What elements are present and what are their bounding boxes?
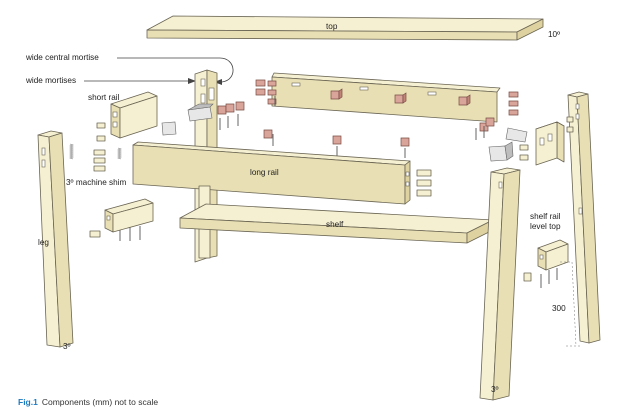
leg-front-right [479,167,521,401]
label-wide-central-mortise: wide central mortise [26,53,99,62]
label-top: top [326,22,338,31]
corner-brackets [161,103,528,162]
leader-central-mortise [117,57,234,83]
screws [119,96,558,288]
label-shelf: shelf [326,220,344,229]
corner-blocks [217,79,519,147]
label-shelf-rail-level-top-2: level top [530,222,561,231]
short-rail-right [519,116,574,166]
front-long-rail [132,141,411,205]
label-wide-mortises: wide mortises [26,76,77,85]
wedge-shims-mid [416,169,432,197]
label-top-angle: 10º [548,30,561,39]
label-leg: leg [38,238,49,247]
label-leg-angle-left: 3º [63,342,71,351]
figure-number: Fig.1 [18,397,38,407]
shelf-rail-left [104,198,154,233]
label-leg-angle-right: 3º [491,385,499,394]
table-top [146,15,544,41]
label-dimension-300: 300 [552,304,566,313]
label-shelf-rail-level-top-1: shelf rail [530,212,561,221]
arrow-wide-mortises [188,78,196,84]
arrow-central-mortise [214,79,222,85]
label-machine-shim: 3º machine shim [66,178,127,187]
shelf-rail-right [523,239,569,282]
back-long-rail [271,72,501,123]
leg-front-left [37,130,74,348]
leg-rear-right [567,91,601,344]
figure-caption-text: Components (mm) not to scale [41,397,159,407]
wedge-shims-left [69,122,122,238]
label-long-rail: long rail [250,168,279,177]
short-rail-left [110,91,158,139]
dimension-300 [560,261,580,347]
label-short-rail: short rail [88,93,120,102]
